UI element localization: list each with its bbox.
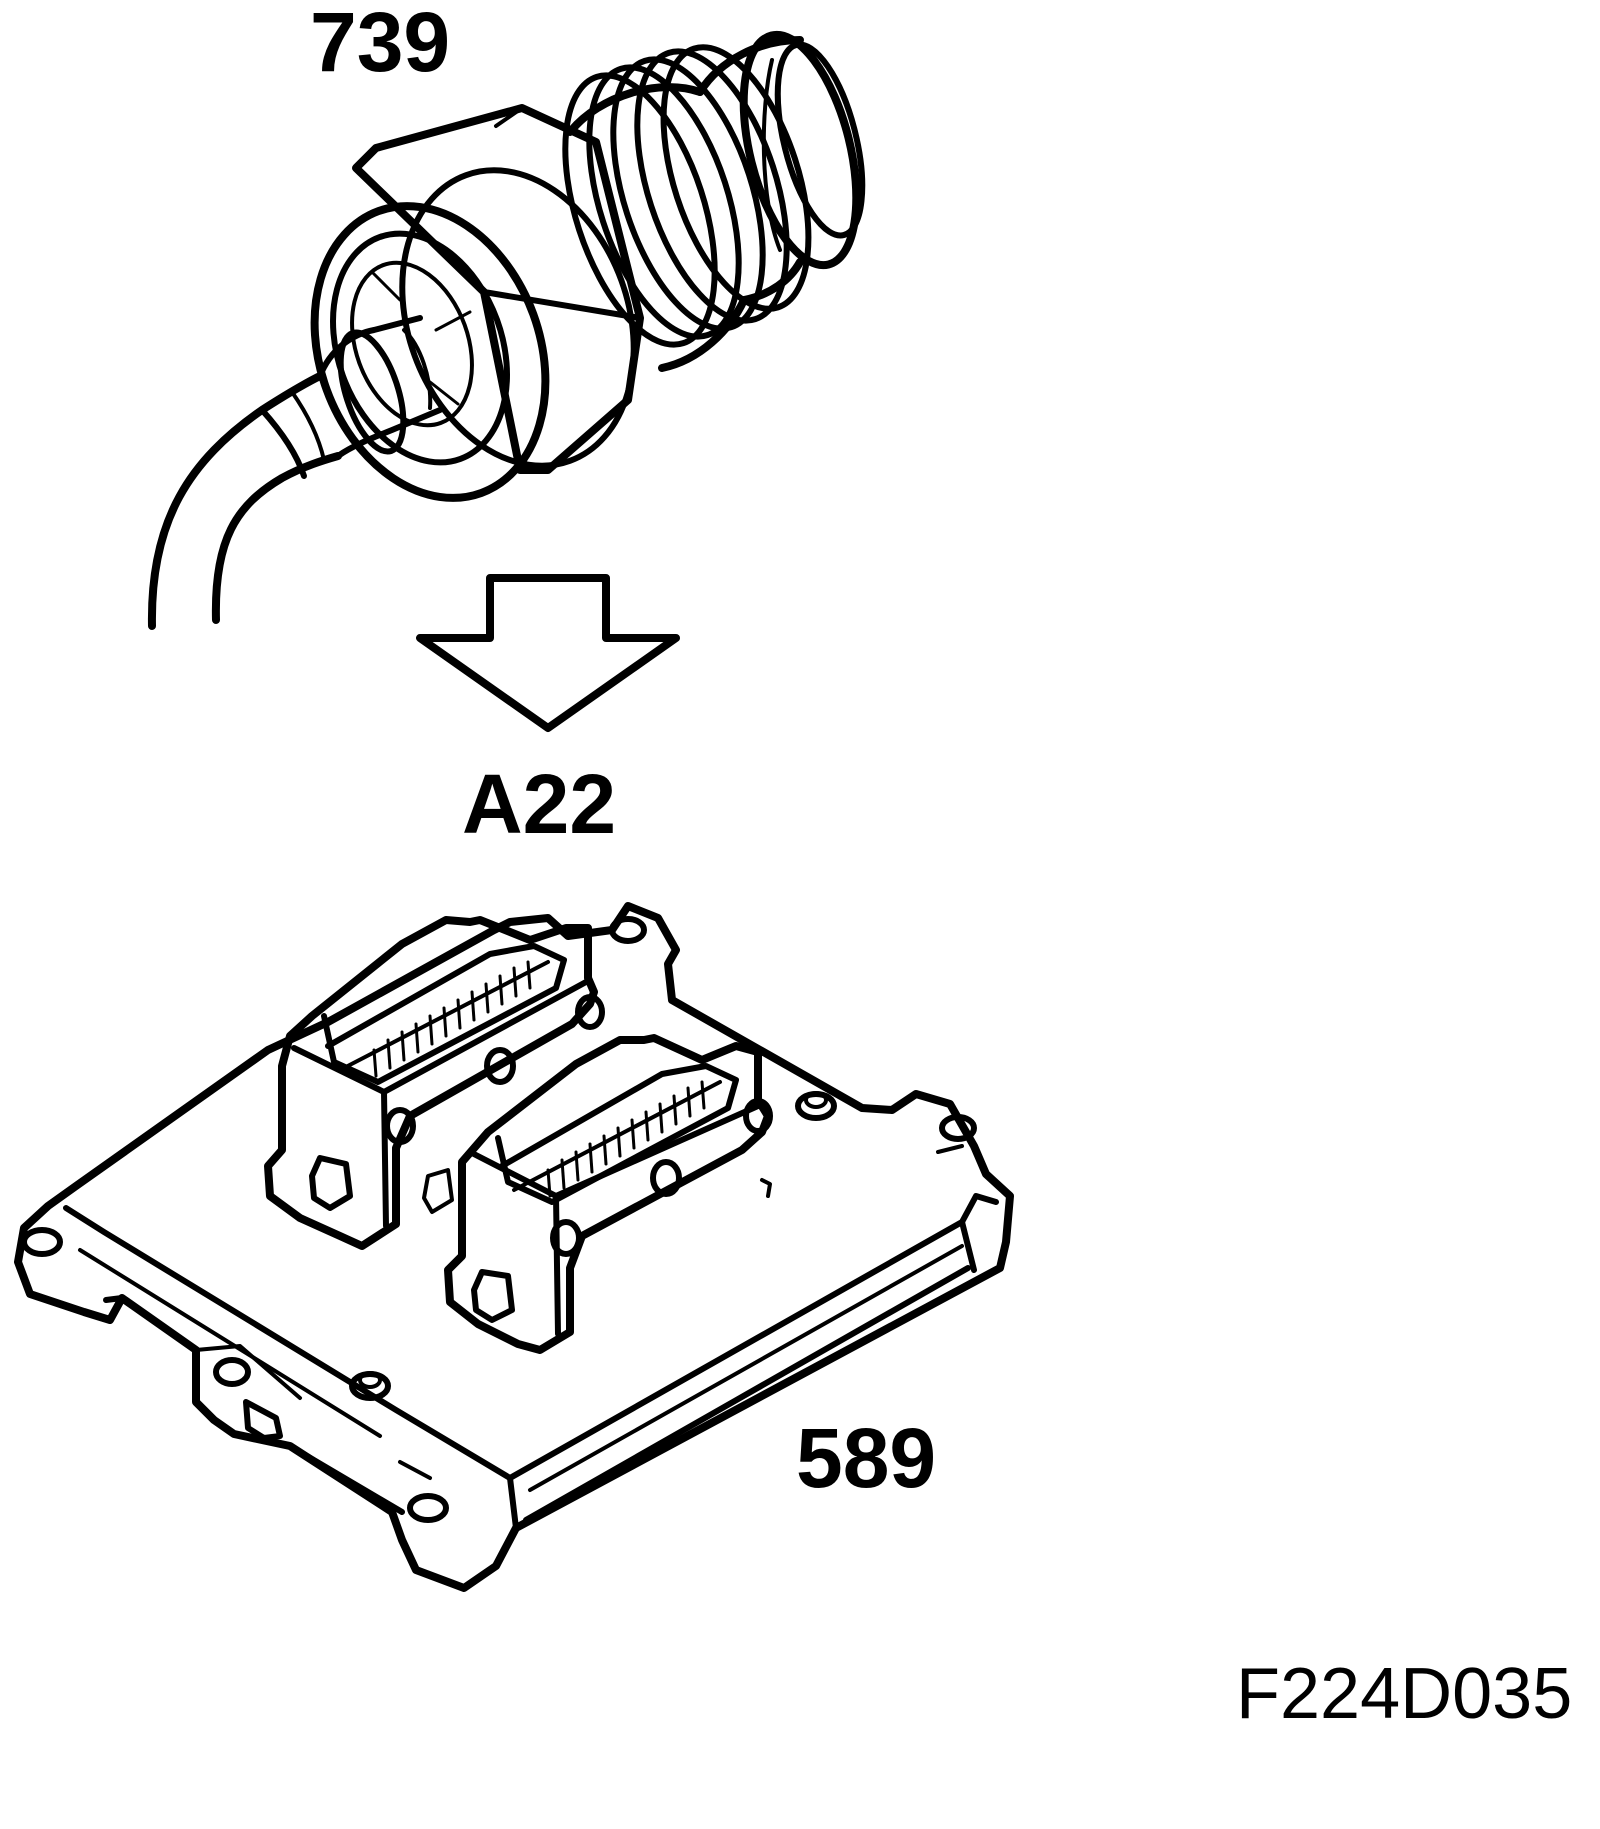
module-studs xyxy=(349,1091,837,1401)
sensor-cable xyxy=(147,372,342,630)
sensor-hex-nut xyxy=(352,104,644,474)
sensor-rear-collar xyxy=(696,30,866,304)
sensor-face xyxy=(310,167,637,502)
figure-code-label: F224D035 xyxy=(1236,1654,1573,1734)
connector-block-2 xyxy=(422,1034,773,1354)
pressure-sensor xyxy=(147,30,866,630)
sensor-thread xyxy=(562,44,812,372)
mounting-tabs xyxy=(21,916,977,1523)
direction-reference-label: A22 xyxy=(462,757,617,851)
module-reference-label: 589 xyxy=(796,1411,937,1505)
control-module xyxy=(14,902,1014,1592)
sensor-reference-label: 739 xyxy=(310,0,451,89)
direction-arrow xyxy=(416,574,680,732)
connector-block-1 xyxy=(264,916,605,1250)
